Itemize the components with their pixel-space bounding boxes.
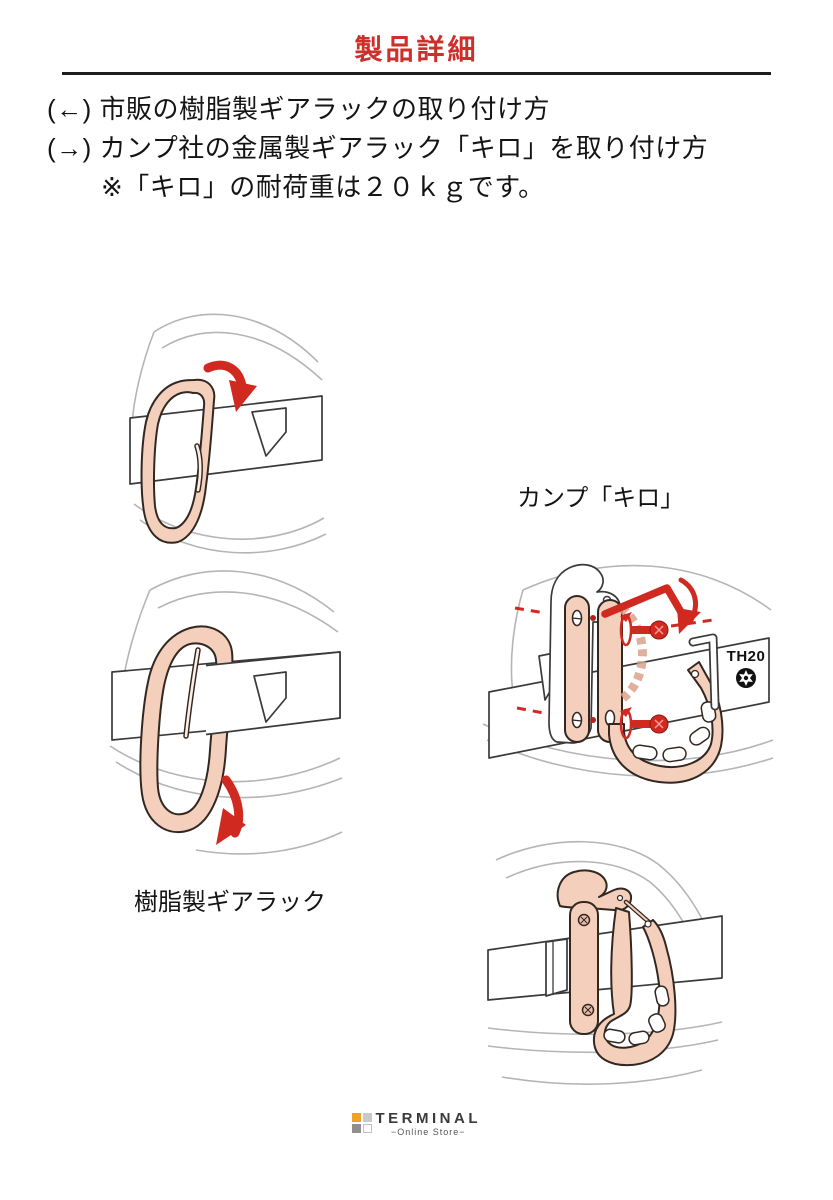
mounted-rack (556, 869, 677, 1067)
logo-square-white (362, 1123, 372, 1133)
instruction-line-left: (←) 市販の樹脂製ギアラックの取り付け方 (47, 94, 551, 124)
instruction-line-right: (→) カンプ社の金属製ギアラック「キロ」を取り付け方 (47, 133, 709, 163)
belt-buckle-notch (253, 671, 287, 723)
phantom-hook-outline (618, 604, 647, 702)
tool-callout: TH20 (719, 648, 773, 689)
hook-down-arrow-icon (203, 360, 257, 412)
tool-size-label: TH20 (726, 648, 766, 665)
figure-metal-rack-install (482, 563, 774, 784)
terminal-logo-icon (352, 1113, 372, 1133)
torx-bit-icon (736, 668, 756, 688)
carabiner-gate (183, 647, 201, 739)
metal-hook (608, 661, 724, 784)
instruction-note: ※「キロ」の耐荷重は２０ｋｇです。 (101, 172, 545, 202)
logo-square-orange (352, 1113, 361, 1122)
belt-strap (487, 915, 723, 1001)
plastic-carabiner (140, 378, 216, 544)
logo-square-dark-gray (352, 1123, 361, 1133)
rotate-arrow-icon (677, 577, 701, 634)
upper-screw-icon (514, 606, 714, 647)
figure-plastic-rack-step1 (129, 313, 327, 554)
carabiner-gate (194, 443, 203, 493)
figure-metal-rack-mounted (487, 840, 723, 1085)
instruction-text: (←) 市販の樹脂製ギアラックの取り付け方 (→) カンプ社の金属製ギアラック「… (47, 90, 708, 207)
footer-logo: TERMINAL −Online Store− (0, 1110, 833, 1137)
title-underline (62, 72, 771, 75)
red-hex-key (601, 584, 685, 618)
brand-tagline: −Online Store− (390, 1127, 466, 1137)
label-camp-kiro: カンプ「キロ」 (517, 485, 685, 512)
torx-key (688, 633, 720, 711)
logo-square-light-gray (362, 1113, 372, 1122)
plastic-carabiner (139, 625, 234, 833)
mount-plates (564, 595, 623, 743)
lower-screw-icon (516, 706, 669, 740)
caption-plastic-rack: 樹脂製ギアラック (134, 889, 326, 916)
brand-name: TERMINAL (375, 1110, 481, 1127)
rotate-down-arrow-icon (216, 775, 246, 845)
belt-strap (129, 395, 323, 485)
figure-plastic-rack-step2 (109, 570, 343, 855)
page-title: 製品詳細 (354, 34, 479, 65)
mounting-screws (577, 913, 595, 1017)
